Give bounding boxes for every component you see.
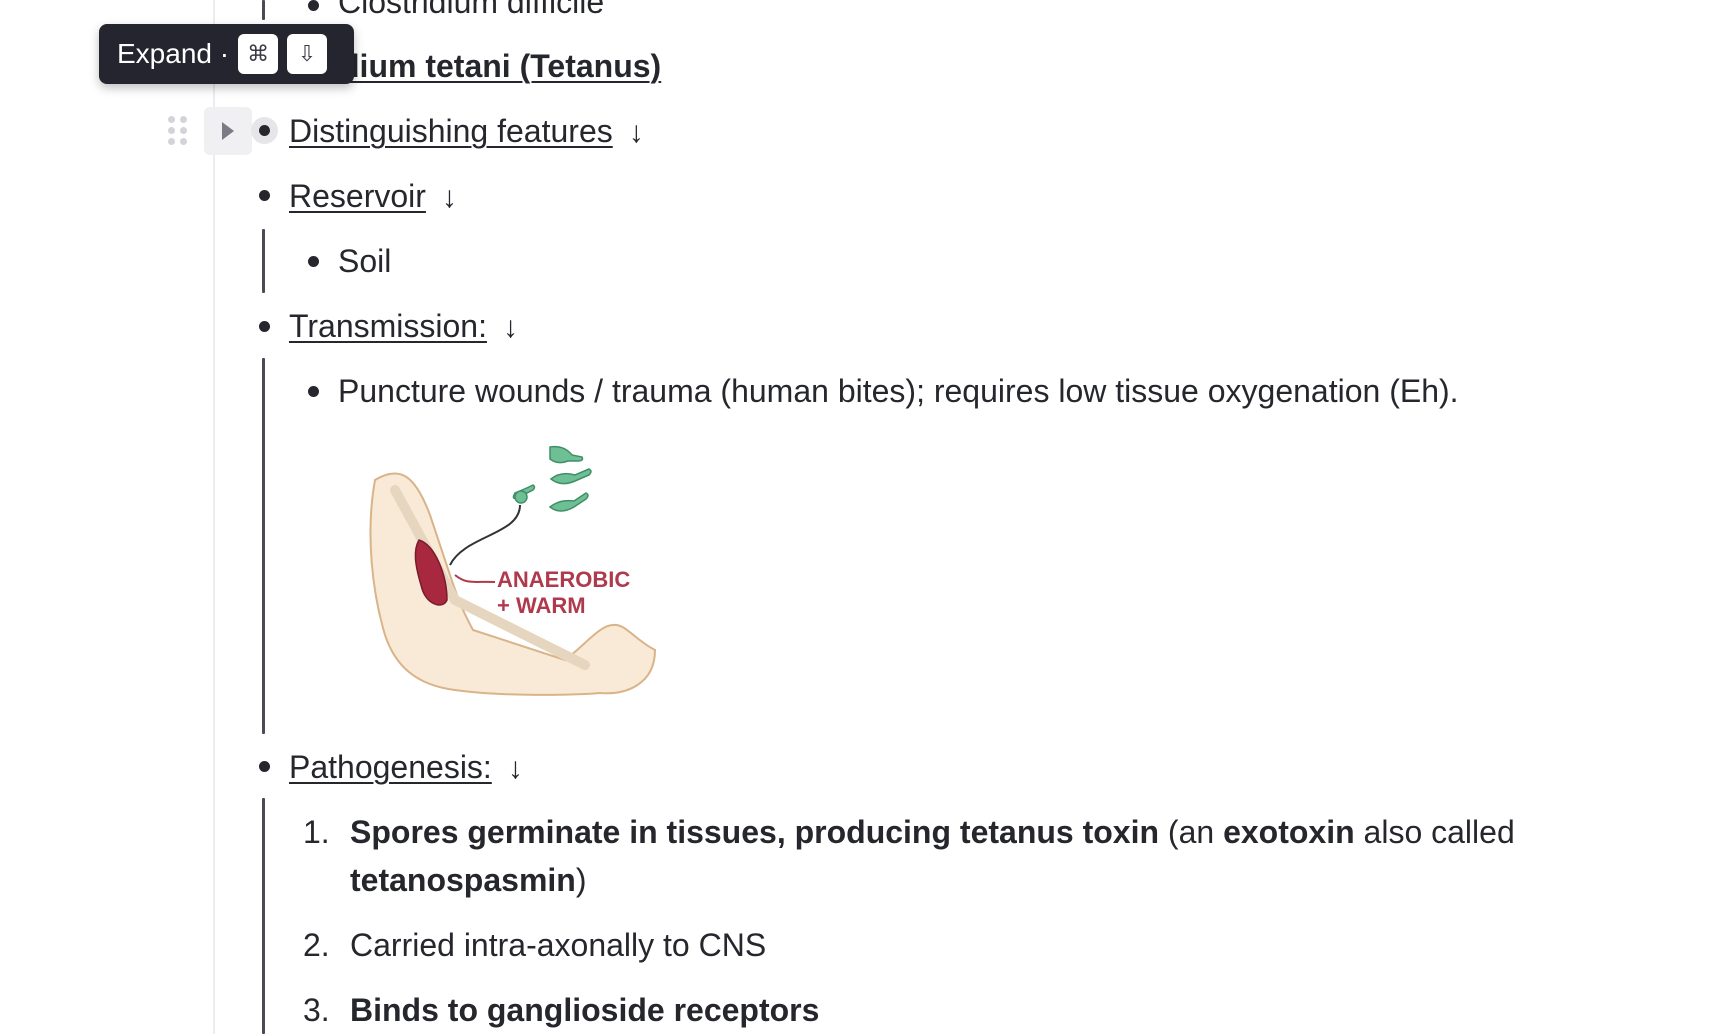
link-pathogenesis[interactable]: Pathogenesis: xyxy=(289,749,492,785)
tetanus-arm-illustration: ANAEROBIC + WARM xyxy=(369,445,657,696)
item-reservoir[interactable]: Reservoir ↓ xyxy=(289,176,457,218)
list-item-puncture-wounds[interactable]: Puncture wounds / trauma (human bites); … xyxy=(338,373,1459,409)
step-1-plain-a: (an xyxy=(1159,814,1224,850)
pointer-line xyxy=(449,504,521,566)
step-1-bold-b: exotoxin xyxy=(1223,814,1355,850)
link-distinguishing-features[interactable]: Distinguishing features xyxy=(289,113,613,149)
link-reservoir[interactable]: Reservoir xyxy=(289,178,426,214)
outline-guide-line xyxy=(213,0,215,1034)
expand-tooltip: Expand · ⌘ ⇩ xyxy=(99,24,354,84)
step-1-bold-c: tetanospasmin xyxy=(350,862,576,898)
step-number: 2. xyxy=(303,927,330,963)
arrow-down-icon[interactable]: ↓ xyxy=(507,752,523,785)
bullet xyxy=(259,190,270,201)
item-distinguishing-features[interactable]: Distinguishing features ↓ xyxy=(289,111,644,153)
item-pathogenesis[interactable]: Pathogenesis: ↓ xyxy=(289,747,523,789)
bullet xyxy=(308,0,319,11)
step-number: 1. xyxy=(303,814,330,850)
bacteria-icon xyxy=(512,445,592,512)
command-key-icon: ⌘ xyxy=(238,34,279,74)
step-1-plain-c: ) xyxy=(575,862,587,898)
heading-clostridium-tetani[interactable]: dium tetani (Tetanus) xyxy=(340,48,662,84)
step-1-bold-a: Spores germinate in tissues, producing t… xyxy=(350,814,1160,850)
arrow-down-icon[interactable]: ↓ xyxy=(441,181,457,214)
arrow-down-key-icon: ⇩ xyxy=(287,34,328,74)
drag-handle[interactable] xyxy=(168,116,188,148)
step-number: 3. xyxy=(303,992,330,1028)
figure-label-line1: ANAEROBIC xyxy=(497,567,630,592)
bullet xyxy=(259,321,270,332)
step-1-line-2[interactable]: tetanospasmin) xyxy=(350,860,586,900)
tooltip-label: Expand · xyxy=(117,38,230,69)
wound xyxy=(414,539,448,606)
label-line xyxy=(454,574,496,583)
nesting-bar xyxy=(262,358,265,734)
step-2-text[interactable]: Carried intra-axonally to CNS xyxy=(350,927,767,963)
step-1-line-1[interactable]: Spores germinate in tissues, producing t… xyxy=(350,812,1515,852)
arrow-down-icon[interactable]: ↓ xyxy=(502,311,518,344)
bullet xyxy=(308,386,319,397)
item-transmission[interactable]: Transmission: ↓ xyxy=(289,306,518,348)
figure-label-line2: + WARM xyxy=(497,593,586,618)
bullet xyxy=(259,125,270,136)
caret-right-icon xyxy=(222,122,234,140)
step-1-plain-b: also called xyxy=(1354,814,1515,850)
nesting-bar xyxy=(262,798,265,1034)
bone xyxy=(390,485,590,670)
nesting-bar xyxy=(262,0,265,20)
step-3-text[interactable]: Binds to ganglioside receptors xyxy=(350,992,820,1028)
arrow-down-icon[interactable]: ↓ xyxy=(628,116,644,149)
list-item-clostridium-difficile[interactable]: Clostridium difficile xyxy=(338,0,605,20)
list-item-soil[interactable]: Soil xyxy=(338,243,392,279)
nesting-bar xyxy=(262,229,265,293)
bullet xyxy=(308,256,319,267)
link-transmission[interactable]: Transmission: xyxy=(289,308,487,344)
expand-toggle-button[interactable] xyxy=(204,107,252,155)
bullet xyxy=(259,761,270,772)
